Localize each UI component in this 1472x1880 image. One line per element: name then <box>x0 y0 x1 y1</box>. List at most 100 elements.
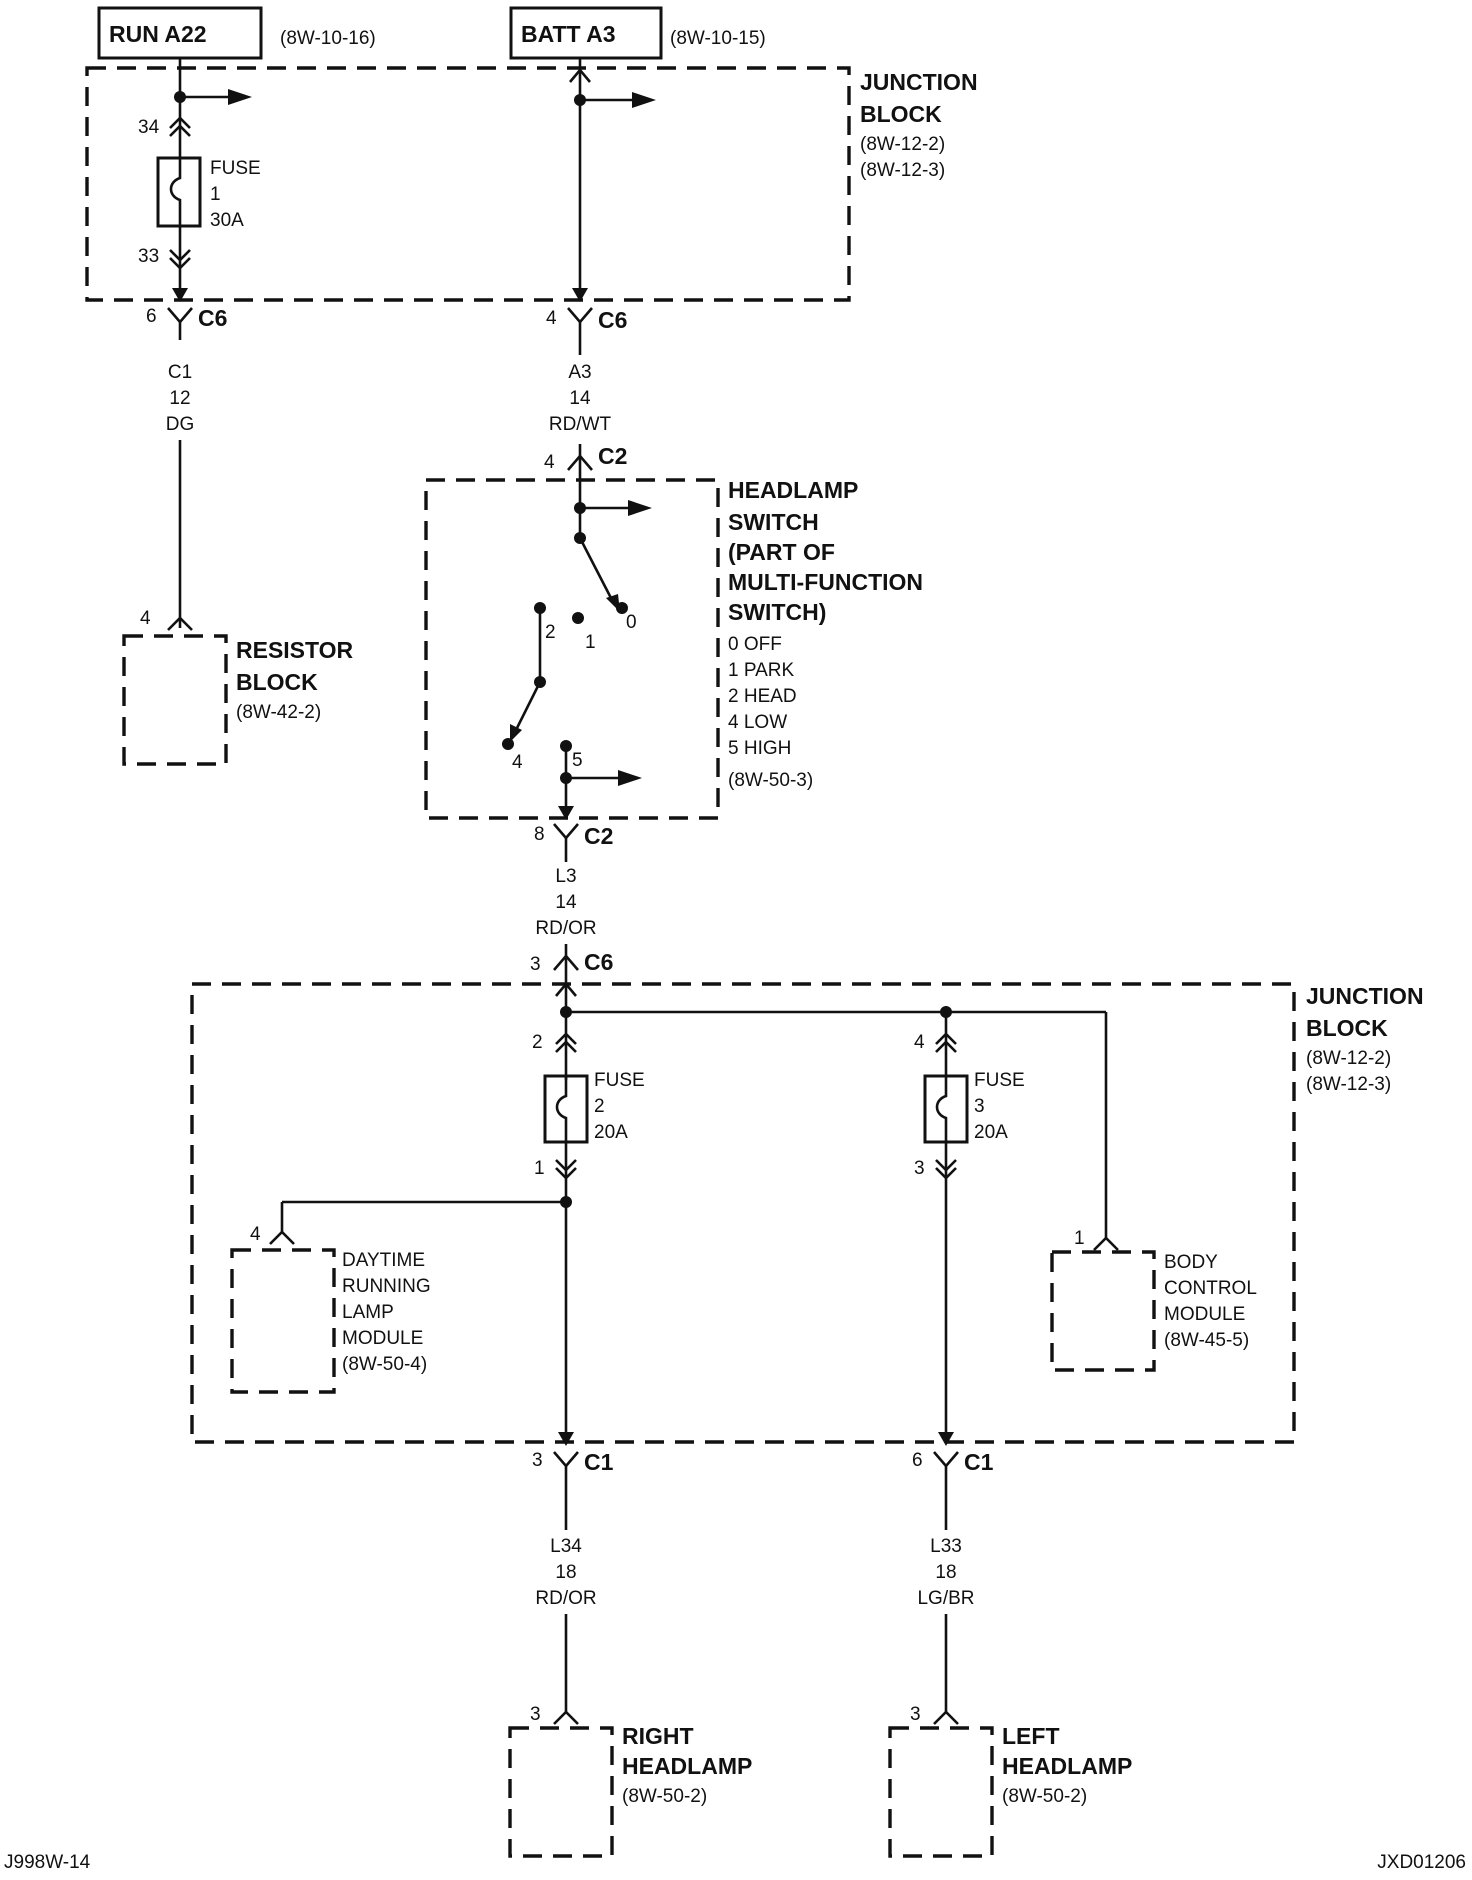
wire-l34-gauge: 18 <box>555 1562 576 1583</box>
right-headlamp-title-1: RIGHT <box>622 1723 694 1749</box>
footer-right-code: JXD01206 <box>1377 1852 1466 1873</box>
wire-l34-color: RD/OR <box>535 1588 596 1609</box>
body-control-module: 1 BODY CONTROL MODULE (8W-45-5) <box>1050 1228 1257 1372</box>
fuse-2-number: 2 <box>594 1096 605 1117</box>
right-headlamp-ref: (8W-50-2) <box>622 1786 707 1807</box>
connector-c6-right-name: C6 <box>598 307 627 333</box>
headlamp-switch-contact-1: 1 <box>585 632 596 653</box>
fuse-2-rating: 20A <box>594 1122 628 1143</box>
fuse-3-pin-in: 4 <box>914 1032 925 1053</box>
left-headlamp-title-1: LEFT <box>1002 1723 1060 1749</box>
headlamp-switch-title-3: (PART OF <box>728 539 835 565</box>
junction-block-top-title-2: BLOCK <box>860 101 942 127</box>
wire-l33-color: LG/BR <box>917 1588 974 1609</box>
junction-block-bottom: JUNCTION BLOCK (8W-12-2) (8W-12-3) <box>190 982 1424 1444</box>
batt-a3-bus <box>569 58 656 302</box>
bottom-bus <box>555 980 1108 1238</box>
fuse-1-pin-in: 34 <box>138 117 160 138</box>
fuse-1-pin-out: 33 <box>138 246 159 267</box>
fuse-3-number: 3 <box>974 1096 985 1117</box>
connector-c2-top-name: C2 <box>598 443 627 469</box>
headlamp-switch-position-1: 1 PARK <box>728 660 795 681</box>
junction-block-top: JUNCTION BLOCK (8W-12-2) (8W-12-3) <box>85 66 978 302</box>
connector-c1-right-name: C1 <box>964 1449 994 1475</box>
junction-block-bottom-title-1: JUNCTION <box>1306 983 1424 1009</box>
run-a22-source: RUN A22 (8W-10-16) <box>97 6 376 60</box>
headlamp-switch-position-5: 5 HIGH <box>728 738 791 759</box>
wire-l34: L34 18 RD/OR <box>535 1536 597 1712</box>
junction-block-top-title-1: JUNCTION <box>860 69 978 95</box>
bcm-line-2: CONTROL <box>1164 1278 1257 1299</box>
fuse-3-label: FUSE <box>974 1070 1025 1091</box>
wire-a3-color: RD/WT <box>549 414 612 435</box>
connector-c2-bottom-name: C2 <box>584 823 613 849</box>
connector-c2-bottom: 8 C2 <box>534 823 613 862</box>
wire-a3-circuit: A3 <box>568 362 591 383</box>
wire-l3-circuit: L3 <box>555 866 576 887</box>
wire-c1-gauge: 12 <box>169 388 190 409</box>
fuse-1-label: FUSE <box>210 158 261 179</box>
drl-module-pin: 4 <box>250 1224 261 1245</box>
wire-a3-gauge: 14 <box>569 388 591 409</box>
bcm-pin: 1 <box>1074 1228 1085 1249</box>
connector-c6-lower-pin: 3 <box>530 954 541 975</box>
fuse-2-circuit: 2 FUSE 2 20A 1 <box>280 1032 645 1446</box>
junction-block-top-ref-2: (8W-12-3) <box>860 160 945 181</box>
headlamp-switch-contact-4: 4 <box>512 752 523 773</box>
junction-block-bottom-title-2: BLOCK <box>1306 1015 1388 1041</box>
right-headlamp-pin: 3 <box>530 1704 541 1725</box>
connector-c6-lower: 3 C6 <box>530 944 613 980</box>
fuse-2-label: FUSE <box>594 1070 645 1091</box>
wire-c1: C1 12 DG <box>166 362 194 628</box>
junction-block-bottom-ref-1: (8W-12-2) <box>1306 1048 1391 1069</box>
drl-module-line-2: RUNNING <box>342 1276 431 1297</box>
left-headlamp-ref: (8W-50-2) <box>1002 1786 1087 1807</box>
wire-l3-color: RD/OR <box>535 918 596 939</box>
junction-block-bottom-ref-2: (8W-12-3) <box>1306 1074 1391 1095</box>
right-headlamp-title-2: HEADLAMP <box>622 1753 752 1779</box>
connector-c2-top: 4 C2 <box>544 443 627 476</box>
wire-l3-gauge: 14 <box>555 892 577 913</box>
wire-l33-gauge: 18 <box>935 1562 956 1583</box>
headlamp-switch-title-2: SWITCH <box>728 509 819 535</box>
headlamp-switch-position-0: 0 OFF <box>728 634 782 655</box>
headlamp-switch-contact-0: 0 <box>626 612 637 633</box>
bcm-line-3: MODULE <box>1164 1304 1245 1325</box>
connector-c2-bottom-pin: 8 <box>534 824 545 845</box>
drl-module-line-3: LAMP <box>342 1302 394 1323</box>
headlamp-switch-contact-5: 5 <box>572 750 583 771</box>
connector-c1-right: 6 C1 <box>912 1449 994 1530</box>
fuse-2-pin-out: 1 <box>534 1158 545 1179</box>
run-a22-label: RUN A22 <box>109 21 207 47</box>
headlamp-switch-title-4: MULTI-FUNCTION <box>728 569 923 595</box>
wire-l34-circuit: L34 <box>550 1536 582 1557</box>
fuse-3-pin-out: 3 <box>914 1158 925 1179</box>
left-headlamp: 3 LEFT HEADLAMP (8W-50-2) <box>888 1704 1132 1858</box>
connector-c2-top-pin: 4 <box>544 452 555 473</box>
batt-a3-label: BATT A3 <box>521 21 616 47</box>
fuse-3-rating: 20A <box>974 1122 1008 1143</box>
headlamp-switch-position-4: 4 LOW <box>728 712 787 733</box>
daytime-running-lamp-module: 4 DAYTIME RUNNING LAMP MODULE (8W-50-4) <box>230 1224 431 1394</box>
resistor-block-title-2: BLOCK <box>236 669 318 695</box>
resistor-block-ref: (8W-42-2) <box>236 702 321 723</box>
left-headlamp-pin: 3 <box>910 1704 921 1725</box>
headlamp-switch-title-5: SWITCH) <box>728 599 826 625</box>
footer-left-code: J998W-14 <box>4 1852 91 1873</box>
connector-c6-left-pin: 6 <box>146 306 157 327</box>
drl-module-ref: (8W-50-4) <box>342 1354 427 1375</box>
connector-c1-left-name: C1 <box>584 1449 614 1475</box>
fuse-1-rating: 30A <box>210 210 244 231</box>
connector-c1-left-pin: 3 <box>532 1450 543 1471</box>
wire-l33: L33 18 LG/BR <box>917 1536 975 1712</box>
left-headlamp-title-2: HEADLAMP <box>1002 1753 1132 1779</box>
connector-c6-right: 4 C6 <box>546 307 627 355</box>
junction-block-top-ref-1: (8W-12-2) <box>860 134 945 155</box>
bcm-ref: (8W-45-5) <box>1164 1330 1249 1351</box>
bcm-line-1: BODY <box>1164 1252 1218 1273</box>
batt-a3-source: BATT A3 (8W-10-15) <box>509 6 766 60</box>
headlamp-switch-title-1: HEADLAMP <box>728 477 858 503</box>
resistor-block: 4 RESISTOR BLOCK (8W-42-2) <box>122 608 354 766</box>
drl-module-line-4: MODULE <box>342 1328 423 1349</box>
